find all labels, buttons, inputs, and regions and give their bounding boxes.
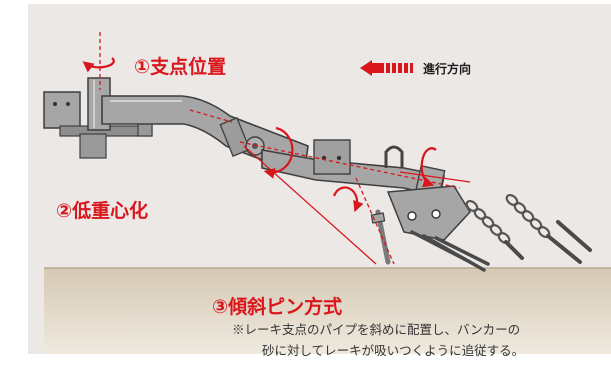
low-center-label: ②低重心化 xyxy=(56,200,149,222)
left-arrow-icon xyxy=(360,60,413,76)
trailing-bars xyxy=(504,220,592,264)
tilted-pin-label: ③傾斜ピン方式 xyxy=(212,296,343,318)
rotation-arrow-icon xyxy=(82,57,437,213)
sand-ground xyxy=(44,268,611,354)
shackle xyxy=(384,145,404,168)
pivot-position-label: ①支点位置 xyxy=(134,56,227,78)
rake-plate xyxy=(386,185,471,241)
note-line-1: ※レーキ支点のパイプを斜めに配置し、バンカーの xyxy=(232,322,521,337)
direction-label: 進行方向 xyxy=(423,62,472,76)
guide-lines xyxy=(189,109,471,265)
rake-tines xyxy=(410,230,490,272)
tilted-pin xyxy=(370,209,391,265)
bracket xyxy=(313,139,351,175)
drag-chains xyxy=(465,193,551,245)
note-line-2: 砂に対してレーキが吸いつくように追従する。 xyxy=(262,343,525,358)
pivot-joint xyxy=(219,117,265,157)
